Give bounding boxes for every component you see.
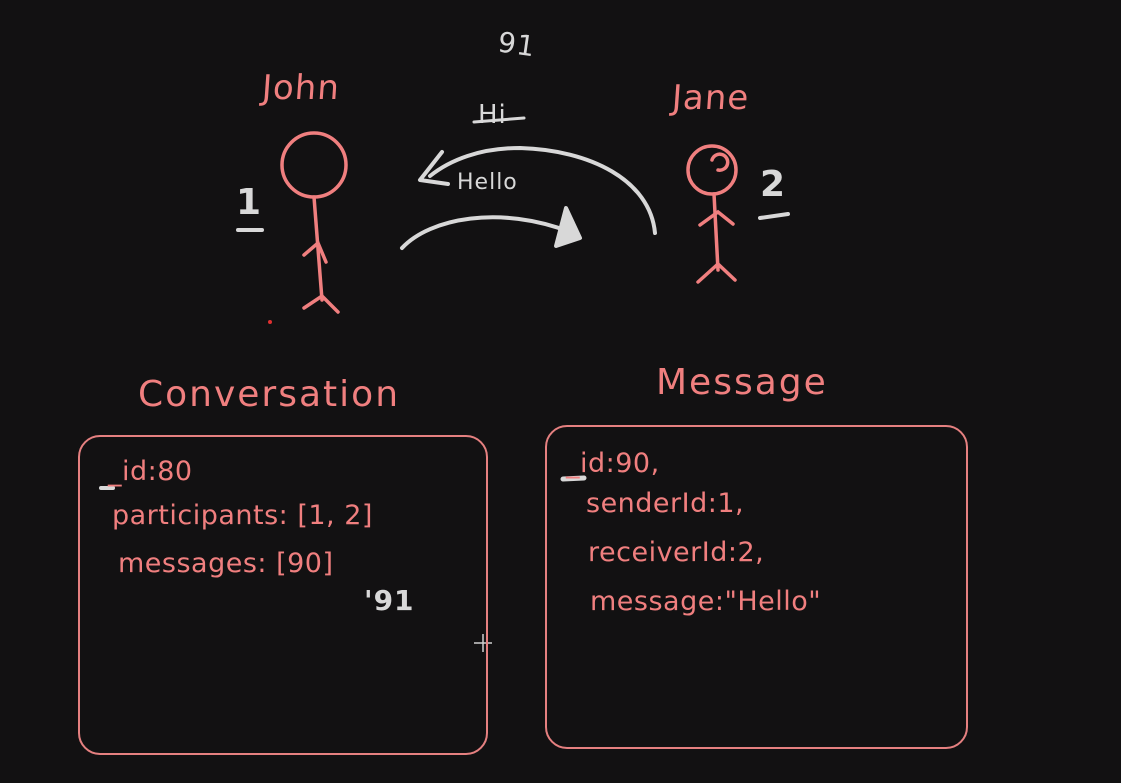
message-heading: Message — [656, 362, 828, 403]
message-box — [545, 425, 968, 749]
jane-legs — [696, 261, 737, 284]
message-field-receiverid: receiverId:2, — [588, 537, 765, 568]
john-stick-figure — [280, 131, 348, 314]
jane-name: Jane — [670, 78, 751, 118]
conversation-annotation: '91 — [364, 584, 415, 617]
jane-arms — [698, 209, 735, 227]
message-field-id: _id:90, — [566, 448, 660, 479]
jane-head — [686, 144, 738, 196]
john-body — [312, 195, 324, 302]
message-field-message: message:"Hello" — [590, 586, 822, 617]
hello-arrow — [400, 215, 572, 250]
message-id-mark — [560, 475, 587, 482]
john-legs — [302, 293, 340, 314]
john-arms — [302, 240, 328, 264]
jane-head-detail — [710, 152, 730, 172]
hi-label: Hi — [478, 100, 507, 130]
stray-dot — [268, 320, 272, 324]
hello-label: Hello — [457, 170, 518, 195]
conversation-field-id: _id:80 — [108, 456, 193, 487]
hello-arrowhead — [554, 206, 582, 248]
conversation-heading: Conversation — [138, 374, 401, 415]
cursor-crosshair-icon — [474, 634, 492, 652]
john-id: 1 — [236, 182, 263, 223]
jane-stick-figure — [686, 144, 738, 284]
message-field-senderid: senderId:1, — [586, 488, 745, 519]
jane-id: 2 — [760, 164, 787, 205]
hi-arrow — [428, 145, 657, 235]
conversation-field-participants: participants: [1, 2] — [112, 500, 373, 531]
jane-id-underline — [758, 212, 790, 220]
note-91: 91 — [495, 25, 538, 64]
jane-body — [712, 192, 720, 272]
conversation-box — [78, 435, 488, 755]
john-name: John — [260, 68, 342, 108]
conversation-field-messages: messages: [90] — [118, 548, 334, 579]
john-head — [280, 131, 348, 199]
hi-scribble — [472, 116, 526, 124]
hi-arrowhead — [418, 150, 450, 186]
